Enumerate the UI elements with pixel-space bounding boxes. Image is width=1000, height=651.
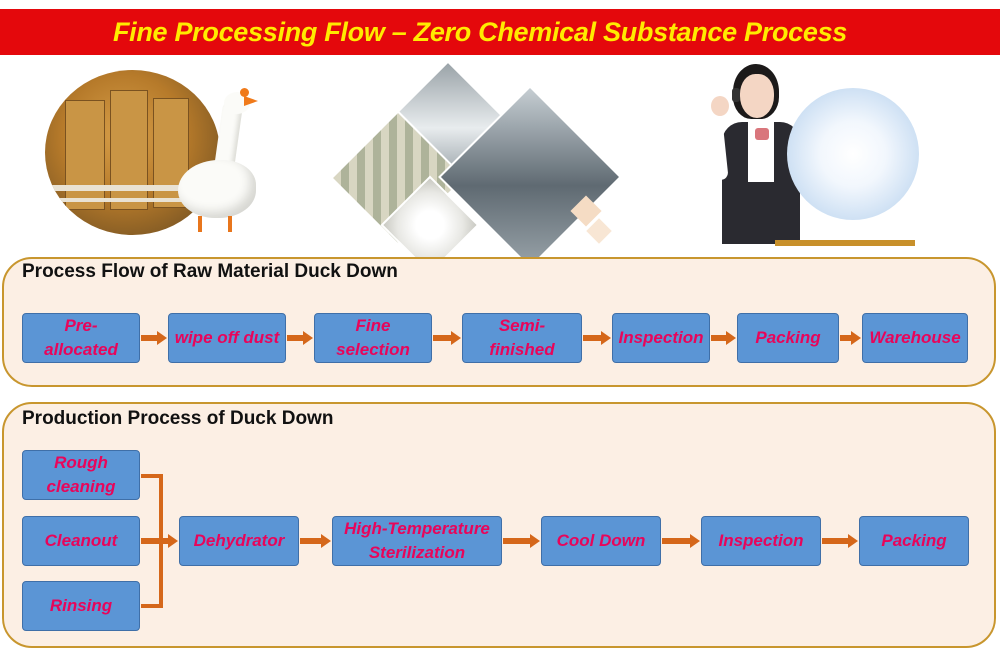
raw-step-box: wipe off dust [168, 313, 286, 363]
production-input-box: Rough cleaning [22, 450, 140, 500]
goose-beak [244, 96, 258, 106]
flow-arrow-icon [503, 534, 540, 548]
raw-step-box: Semi- finished [462, 313, 582, 363]
flow-arrow-icon [433, 331, 461, 345]
production-step-box: Inspection [701, 516, 821, 566]
headset-icon [732, 88, 740, 102]
goose-head [224, 92, 250, 114]
production-title: Production Process of Duck Down [22, 408, 334, 429]
production-step-box: High-Temperature Sterilization [332, 516, 502, 566]
operator-bow [755, 128, 769, 140]
connector-line [141, 474, 163, 478]
desk-edge [775, 240, 915, 246]
flow-arrow-icon [287, 331, 313, 345]
flow-arrow-icon [840, 331, 861, 345]
ok-hand-icon [711, 96, 729, 116]
production-input-box: Rinsing [22, 581, 140, 631]
flow-arrow-icon [662, 534, 700, 548]
flow-arrow-icon [141, 534, 178, 548]
raw-material-title: Process Flow of Raw Material Duck Down [22, 261, 398, 282]
raw-step-box: Fine selection [314, 313, 432, 363]
production-step-box: Dehydrator [179, 516, 299, 566]
production-step-box: Packing [859, 516, 969, 566]
production-step-box: Cool Down [541, 516, 661, 566]
raw-step-box: Inspection [612, 313, 710, 363]
flow-arrow-icon [822, 534, 858, 548]
raw-step-box: Packing [737, 313, 839, 363]
factory-photo [45, 70, 220, 235]
goose-leg [228, 216, 232, 232]
flow-arrow-icon [300, 534, 331, 548]
production-input-box: Cleanout [22, 516, 140, 566]
goose-knob [240, 88, 249, 97]
connector-line [141, 604, 163, 608]
raw-step-box: Warehouse [862, 313, 968, 363]
down-fiber-photo [787, 88, 919, 220]
raw-step-box: Pre- allocated [22, 313, 140, 363]
goose-leg [198, 216, 202, 232]
goose-body [178, 160, 256, 218]
flow-arrow-icon [141, 331, 167, 345]
title-banner: Fine Processing Flow – Zero Chemical Sub… [0, 9, 1000, 55]
page-title: Fine Processing Flow – Zero Chemical Sub… [112, 16, 848, 47]
flow-arrow-icon [583, 331, 611, 345]
operator-face [740, 74, 774, 118]
flow-arrow-icon [711, 331, 736, 345]
